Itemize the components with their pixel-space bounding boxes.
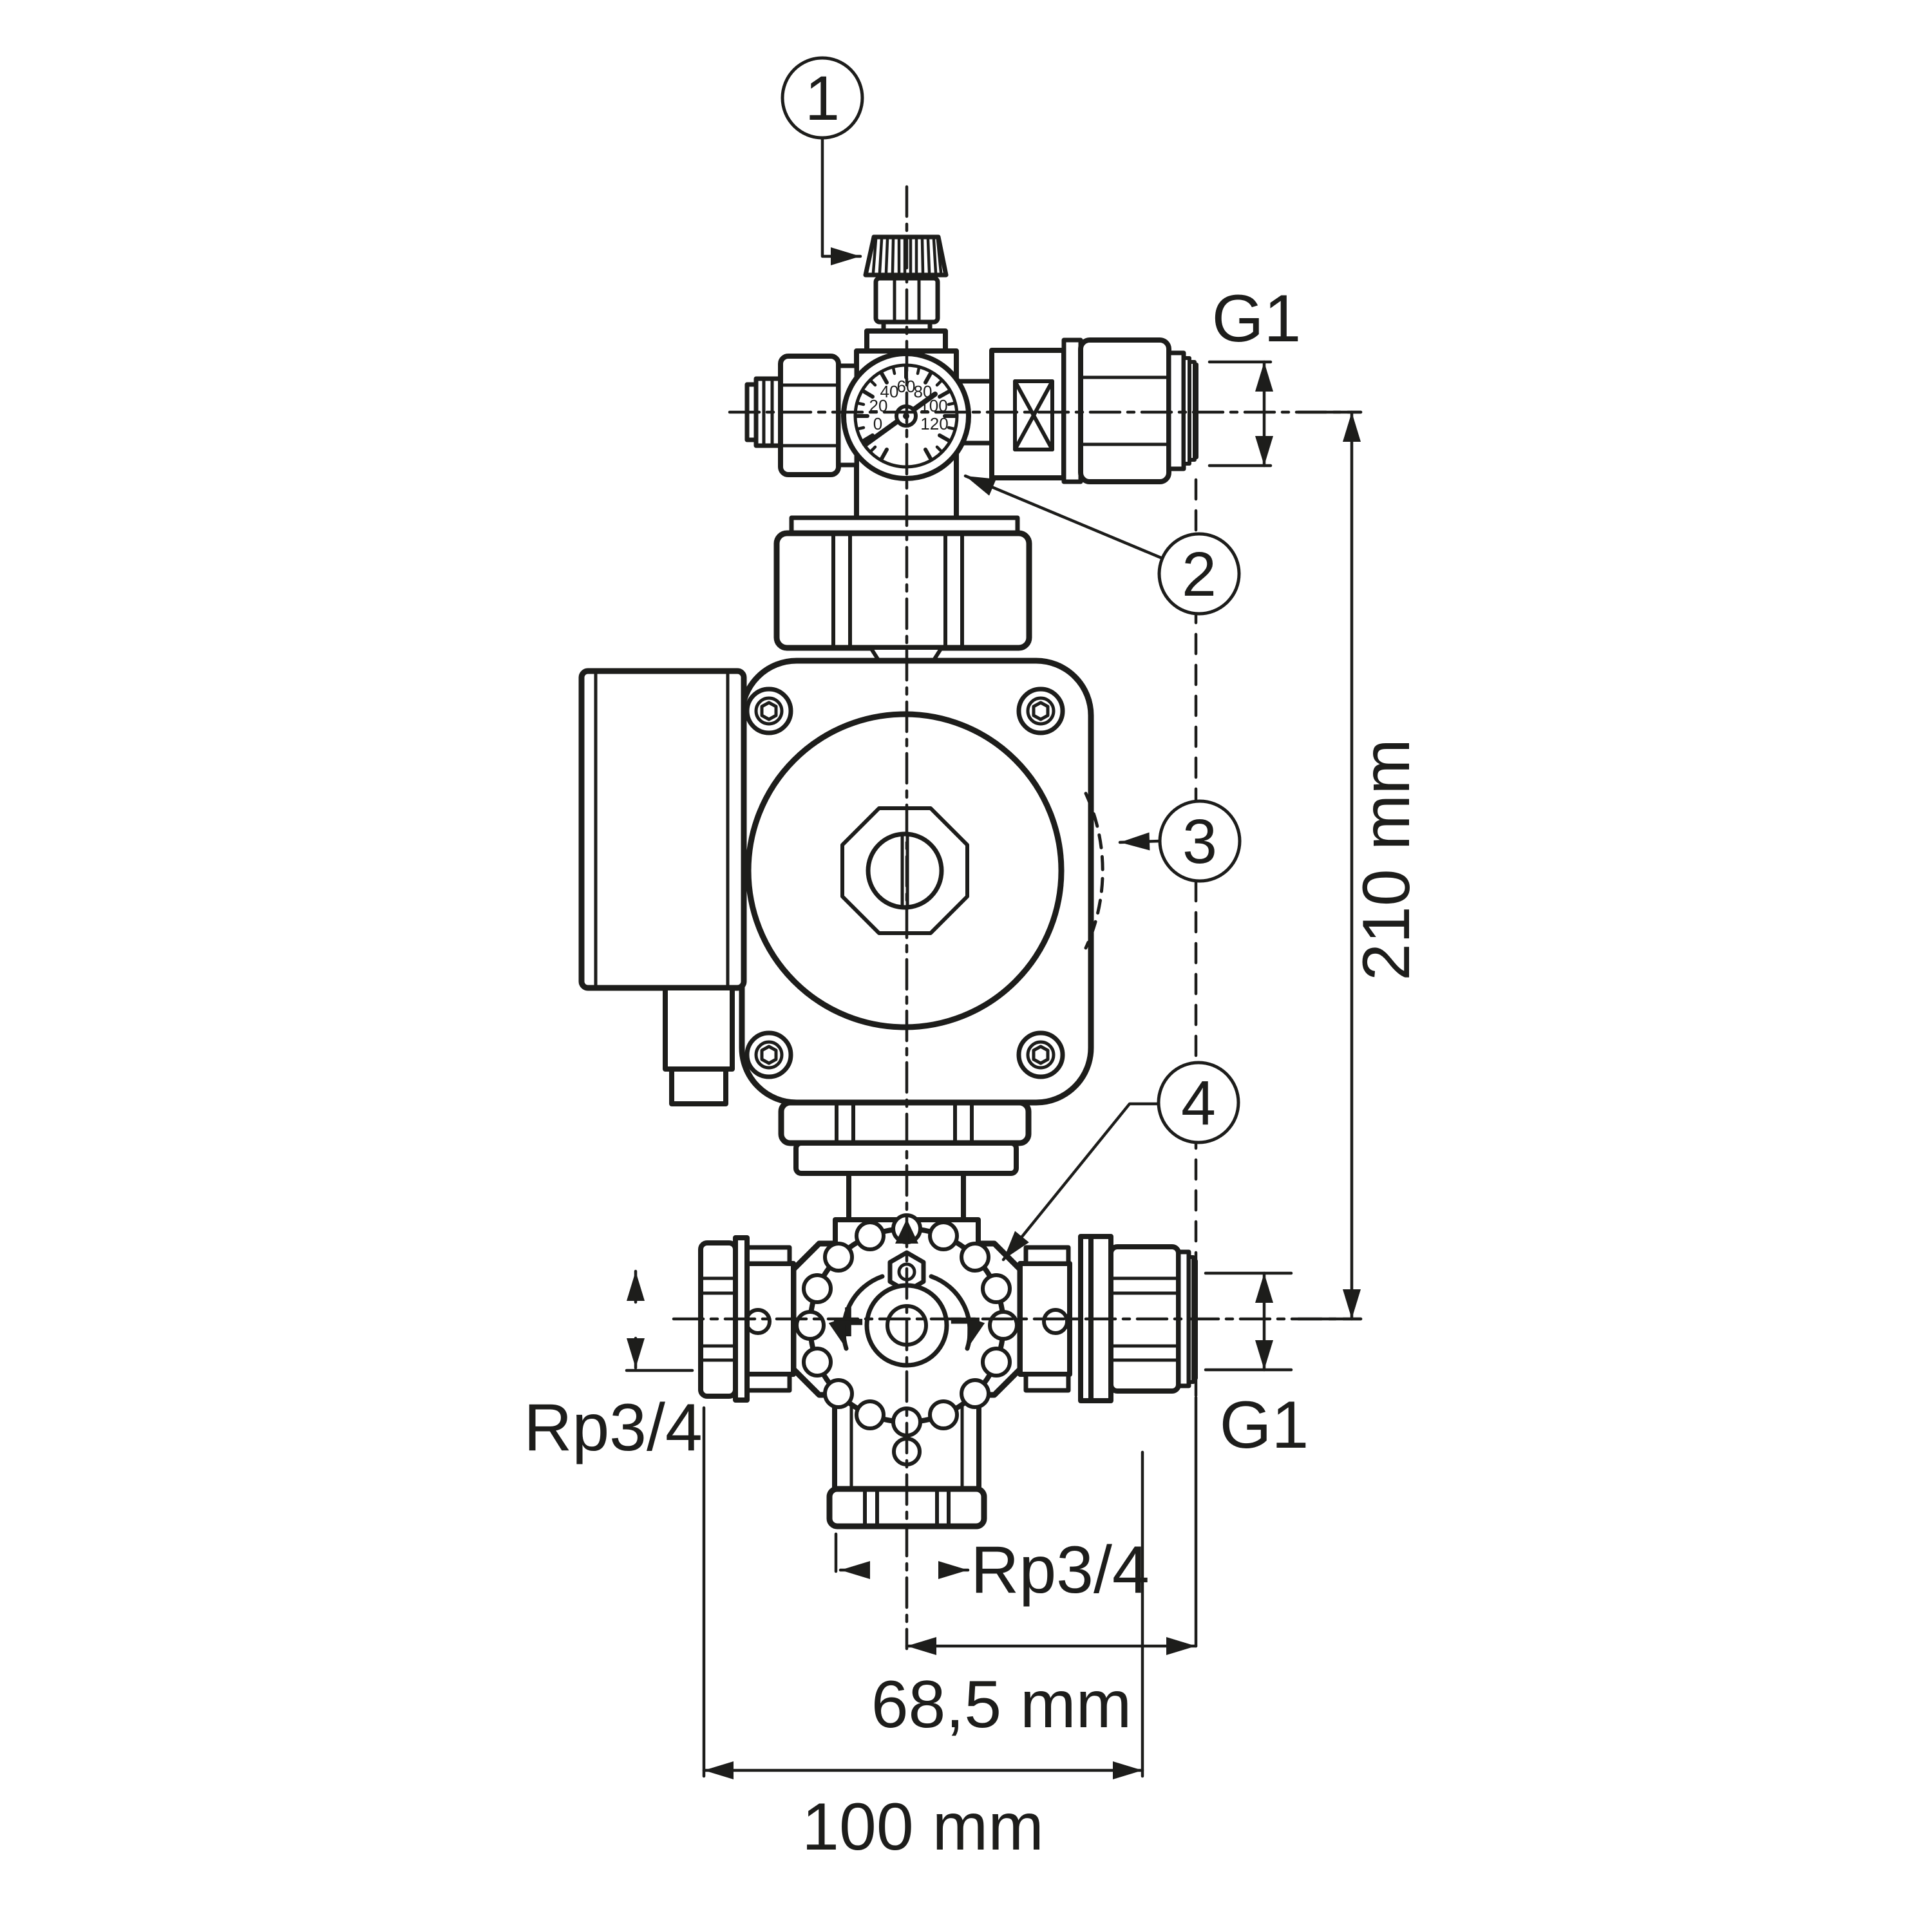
label-rp34-left: Rp3/4: [524, 1390, 703, 1465]
dimension-rp34-left: Rp3/4: [524, 1269, 703, 1465]
callouts: 1 2 3 4: [781, 56, 1242, 1262]
left-bottom-tab: [744, 1372, 792, 1393]
terminal-box: [578, 668, 747, 991]
terminal-box-foot: [669, 1066, 728, 1106]
check-valve-symbol: [1013, 379, 1054, 451]
pump-terminal-box: [578, 668, 747, 1106]
rotate-cw-arrow-icon: [929, 1274, 985, 1351]
label-68-5mm: 68,5 mm: [871, 1667, 1132, 1742]
gauge-major-ticks: [854, 364, 958, 462]
vent-plug: [866, 831, 944, 910]
leader-line: [963, 474, 1164, 560]
centerlines: [672, 185, 1363, 1651]
label-rp34-bottom: Rp3/4: [971, 1533, 1150, 1607]
callout-number: 2: [1182, 539, 1217, 609]
pump-housing-hidden-edge: [1084, 791, 1104, 950]
gauge-minor-ticks: [856, 366, 956, 453]
callout-circle: [781, 56, 864, 140]
dimension-100mm: 100 mm: [702, 1406, 1144, 1864]
label-100mm: 100 mm: [802, 1790, 1044, 1864]
leader-line: [1118, 832, 1162, 851]
gauge-number: 40: [880, 382, 899, 401]
label-g1-bottom: G1: [1220, 1388, 1309, 1463]
right-bottom-tab: [1023, 1372, 1071, 1393]
callout-2: 2: [963, 474, 1241, 616]
screw: [744, 687, 793, 735]
screw: [1016, 1030, 1065, 1079]
screw: [744, 1030, 793, 1079]
left-top-tab: [744, 1245, 792, 1266]
flange-screws: [744, 687, 1065, 1079]
right-port-hole: [1042, 1308, 1069, 1335]
plus-marking: +: [831, 1289, 864, 1353]
pump-face-octagon: [840, 806, 969, 935]
pump-top-union: [773, 515, 1032, 664]
gauge-number: 120: [920, 414, 948, 433]
terminal-box-lower: [663, 985, 735, 1072]
callout-circle: [1157, 532, 1241, 616]
leader-line: [1001, 1102, 1160, 1262]
check-valve: [954, 348, 1066, 480]
union-nut: [778, 1099, 1032, 1146]
circulation-pump: [578, 658, 1104, 1106]
dimension-210mm: 210 mm: [1296, 410, 1424, 1321]
gauge-number: 0: [873, 414, 882, 433]
bottom-port-rp34: [826, 1392, 987, 1530]
callout-number: 1: [805, 63, 840, 133]
screw: [1016, 687, 1065, 735]
leader-line: [820, 136, 862, 265]
callout-3: 3: [1118, 799, 1242, 883]
dimension-68-5mm: 68,5 mm: [871, 1637, 1198, 1742]
callout-number: 3: [1182, 806, 1217, 876]
callout-circle: [1157, 1061, 1240, 1144]
callout-4: 4: [1001, 1061, 1240, 1262]
callout-circle: [1158, 799, 1242, 883]
callout-1: 1: [781, 56, 864, 265]
safety-valve-assembly: 0 20 40 60 80 100 120: [744, 234, 1198, 522]
left-bypass-port: [744, 354, 859, 477]
label-g1-top: G1: [1212, 281, 1302, 356]
knob-scallops: [795, 1213, 1019, 1437]
dimension-rp34-bottom: Rp3/4: [834, 1532, 1150, 1607]
knob-ribs: [871, 238, 943, 274]
label-210mm: 210 mm: [1349, 739, 1424, 981]
dimension-g1-top: G1: [1208, 281, 1302, 468]
pump-bottom-union: [778, 1099, 1032, 1222]
mixing-valve: + −: [698, 1213, 1198, 1530]
union-nut: [773, 530, 1032, 651]
right-top-tab: [1023, 1245, 1071, 1266]
callout-number: 4: [1181, 1068, 1216, 1138]
dimension-g1-bottom: G1: [1204, 1271, 1309, 1463]
union-nut: [778, 354, 841, 477]
rotate-ccw-arrow-icon: [828, 1274, 885, 1351]
